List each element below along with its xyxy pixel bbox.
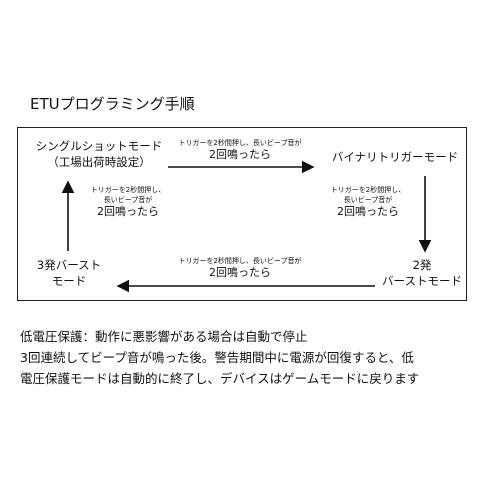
page-title: ETUプログラミング手順	[30, 95, 195, 113]
transition-left-count: 2回鳴ったら	[97, 205, 159, 218]
transition-label-left: トリガーを2秒間押し、 長いビープ音が 2回鳴ったら	[78, 185, 178, 219]
transition-right-condition-2: 長いビープ音が	[343, 196, 393, 204]
transition-bottom-condition: トリガーを2秒間押し、長いビープ音が	[178, 257, 302, 265]
transition-right-count: 2回鳴ったら	[337, 205, 399, 218]
state-three-burst-line2: モード	[51, 274, 87, 288]
state-two-burst-line2: バーストモード	[382, 274, 462, 288]
note-line-2: 3回連続してビープ音が鳴った後。警告期間中に電源が回復すると、低	[20, 350, 414, 365]
transition-left-condition-1: トリガーを2秒間押し、	[90, 186, 166, 194]
state-single-shot-line2: （工場出荷時設定）	[47, 155, 151, 169]
state-single-shot: シングルショットモード （工場出荷時設定）	[34, 138, 164, 170]
transition-top-condition: トリガーを2秒間押し、長いビープ音が	[178, 139, 302, 147]
transition-top-count: 2回鳴ったら	[209, 148, 271, 161]
state-binary-trigger-label: バイナリトリガーモード	[331, 150, 459, 164]
transition-right-condition-1: トリガーを2秒間押し、	[330, 186, 406, 194]
state-two-burst-line1: 2発	[412, 258, 432, 272]
state-three-burst: 3発バースト モード	[24, 257, 114, 289]
state-three-burst-line1: 3発バースト	[36, 258, 102, 272]
state-single-shot-line1: シングルショットモード	[35, 139, 163, 153]
transition-label-top: トリガーを2秒間押し、長いビープ音が 2回鳴ったら	[170, 138, 310, 162]
transition-label-right: トリガーを2秒間押し、 長いビープ音が 2回鳴ったら	[318, 185, 418, 219]
note-line-1: 低電圧保護：動作に悪影響がある場合は自動で停止	[20, 329, 308, 344]
note-line-3: 電圧保護モードは自動的に終了し、デバイスはゲームモードに戻ります	[20, 371, 420, 386]
state-binary-trigger: バイナリトリガーモード	[320, 149, 470, 165]
diagram-frame	[17, 127, 467, 301]
transition-left-condition-2: 長いビープ音が	[103, 196, 153, 204]
transition-bottom-count: 2回鳴ったら	[209, 266, 271, 279]
state-two-burst: 2発 バーストモード	[372, 257, 472, 289]
transition-label-bottom: トリガーを2秒間押し、長いビープ音が 2回鳴ったら	[170, 256, 310, 280]
